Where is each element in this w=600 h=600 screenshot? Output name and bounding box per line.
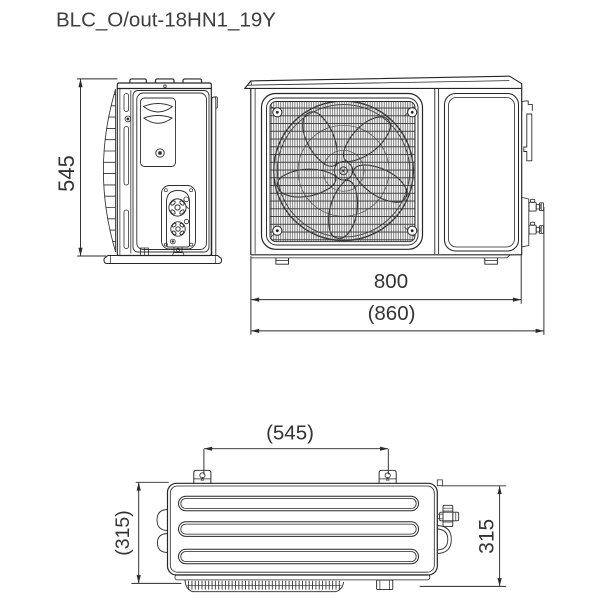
side-valve-cover <box>161 185 196 256</box>
front-valve-upper <box>528 198 545 212</box>
top-left-bumps <box>156 509 168 553</box>
side-height-dimension <box>77 78 118 257</box>
top-valve-fitting <box>436 504 460 528</box>
grille-screws <box>271 106 418 237</box>
top-view: (545) (315) 315 <box>112 421 507 593</box>
side-valve-lower <box>170 218 190 237</box>
fan-grille-frame <box>260 92 424 250</box>
top-slots <box>178 495 419 565</box>
front-valve-lower <box>528 221 545 235</box>
side-height-label: 545 <box>54 155 79 192</box>
front-view: 800 (860) <box>244 75 545 335</box>
fan-grille-mesh <box>270 101 415 242</box>
side-service-panel <box>132 90 210 253</box>
side-terminal-box <box>140 97 176 167</box>
side-valve-upper <box>168 196 190 217</box>
top-pitch-label: (545) <box>266 421 314 444</box>
top-depth-right-label: 315 <box>475 519 498 554</box>
front-feet <box>275 257 498 265</box>
top-depth-left-label: (315) <box>112 510 134 556</box>
top-right-arc <box>436 525 452 554</box>
top-depth-right-dimension <box>419 485 507 587</box>
front-valves <box>521 197 545 248</box>
top-mounting-brackets <box>193 469 397 484</box>
top-depth-left-dimension <box>131 481 182 584</box>
front-overall-width-label: (860) <box>368 302 416 325</box>
side-view: 545 <box>54 78 223 265</box>
side-base <box>103 247 223 265</box>
top-pitch-dimension <box>203 446 389 475</box>
top-fin-comb <box>174 574 431 593</box>
drawing-title: BLC_O/out-18HN1_19Y <box>56 9 276 32</box>
top-right-lip <box>436 479 443 487</box>
front-body <box>250 83 523 259</box>
front-top-cover <box>244 75 523 89</box>
top-right-foot <box>376 579 394 591</box>
front-width-label: 800 <box>374 270 408 293</box>
front-side-bracket <box>521 100 533 162</box>
side-fin-ladder <box>102 89 116 252</box>
side-left-column <box>123 90 132 254</box>
front-right-panel <box>434 88 520 255</box>
front-overall-width-dimension <box>250 207 545 335</box>
front-width-dimension <box>250 254 522 335</box>
side-body <box>116 78 218 257</box>
